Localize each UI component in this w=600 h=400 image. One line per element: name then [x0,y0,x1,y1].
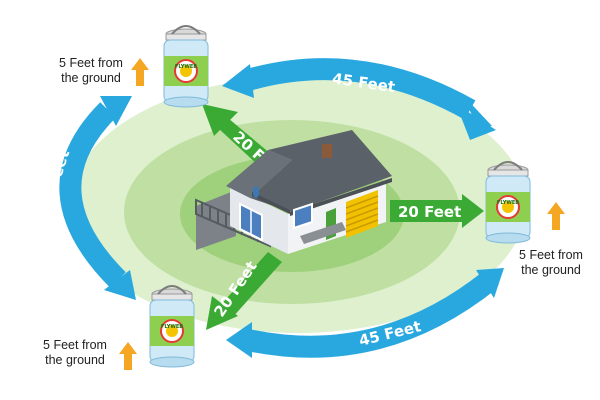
perimeter-arrow-left [59,96,136,300]
up-arrow-bottom [119,342,137,370]
height-note-right: 5 Feet from the ground [506,248,596,278]
radial-arrow-right [390,194,484,228]
height-note-top-line1: 5 Feet from [59,56,123,70]
height-note-bottom-line1: 5 Feet from [43,338,107,352]
perimeter-arrow-top [222,58,496,140]
height-note-top: 5 Feet from the ground [46,56,136,86]
trap-jar-bottom [149,285,195,368]
height-note-right-line2: the ground [521,263,581,277]
radial-label-right: 20 Feet [398,203,461,221]
height-note-top-line2: the ground [61,71,121,85]
height-note-bottom-line2: the ground [45,353,105,367]
radial-arrow-bottom [206,252,282,330]
up-arrow-right [547,202,565,230]
trap-jar-right [485,161,531,244]
height-note-bottom: 5 Feet from the ground [30,338,120,368]
trap-jar-top [163,25,209,108]
height-note-right-line1: 5 Feet from [519,248,583,262]
house [195,130,392,254]
perimeter-arrow-bottom [226,268,504,358]
